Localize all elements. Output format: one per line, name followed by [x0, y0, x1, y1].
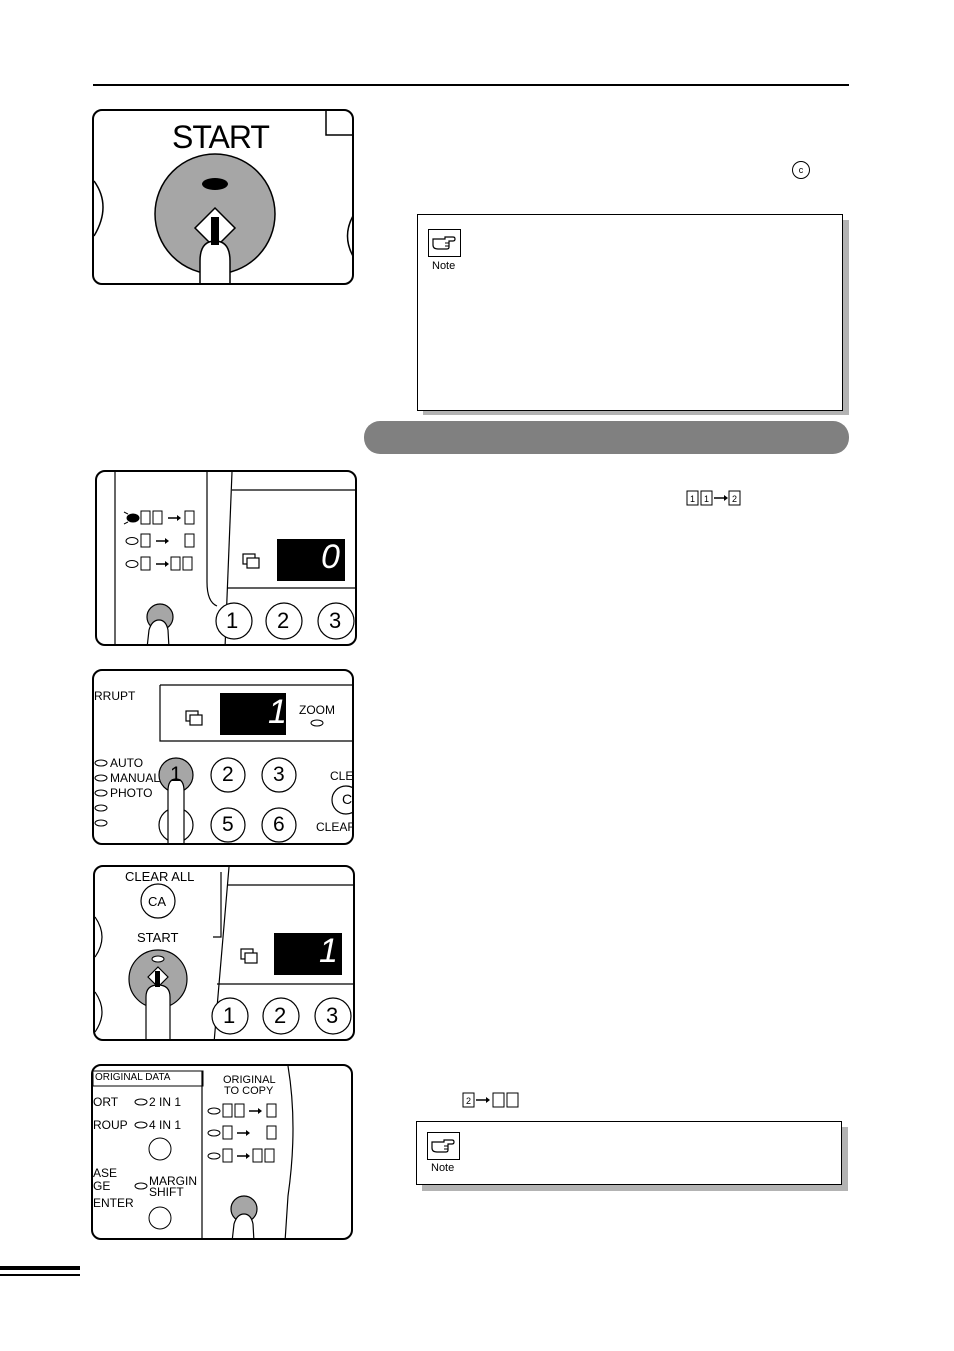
one-to-two-sided-icon: 1 1 2 [686, 489, 742, 512]
clear-label-bottom: CLEAR [316, 820, 354, 834]
key-2[interactable]: 2 [222, 763, 234, 786]
svg-text:1: 1 [704, 494, 709, 504]
key-1[interactable]: 1 [223, 1003, 236, 1028]
margin-label[interactable]: MARGIN [149, 1174, 197, 1188]
clear-key[interactable]: C [342, 791, 353, 807]
key-1[interactable]: 1 [170, 763, 182, 786]
key-3[interactable]: 3 [273, 763, 285, 786]
group-label: ROUP [93, 1118, 128, 1132]
figure-start-button: START [92, 109, 354, 285]
key-3[interactable]: 3 [326, 1003, 339, 1028]
shift-label: SHIFT [149, 1185, 184, 1199]
clear-label-top: CLE [330, 769, 354, 783]
pointing-hand-icon [427, 1132, 460, 1160]
note-box: Note [417, 214, 843, 411]
erase-label: ASE [93, 1166, 118, 1180]
center-label: ENTER [93, 1196, 134, 1210]
key-2[interactable]: 2 [274, 1003, 287, 1028]
figure-duplex-selector: 0 1 2 3 [95, 470, 357, 646]
two-to-two-sided-icon: 2 [462, 1091, 520, 1114]
key-6[interactable]: 6 [273, 813, 285, 836]
start-label: START [172, 119, 270, 155]
sort-label: ORT [93, 1095, 119, 1109]
clear-key-icon: c [792, 161, 810, 179]
svg-text:2: 2 [466, 1096, 471, 1106]
edge-label: GE [93, 1179, 111, 1193]
key-3[interactable]: 3 [329, 608, 342, 633]
key-5[interactable]: 5 [222, 813, 234, 836]
note-label: Note [431, 1162, 455, 1174]
exposure-auto[interactable]: AUTO [110, 756, 144, 770]
two-in-one-label[interactable]: 2 IN 1 [149, 1095, 182, 1109]
copy-count-display: 1 [268, 693, 287, 731]
zoom-label: ZOOM [299, 703, 335, 717]
footer-rule-thick [0, 1266, 80, 1270]
start-label: START [137, 930, 179, 945]
clear-all-label: CLEAR ALL [125, 869, 195, 884]
figure-copy-quantity: RRUPT ZOOM 1 AUTO MANUAL PHOTO 1 2 3 5 6… [92, 669, 354, 845]
interrupt-label: RRUPT [94, 689, 136, 703]
figure-start-copying: CLEAR ALL CA START 1 1 2 3 [93, 865, 355, 1041]
key-1[interactable]: 1 [226, 608, 239, 633]
footer-rule-thin [0, 1274, 80, 1276]
note-label: Note [432, 260, 456, 272]
header-rule [93, 84, 849, 86]
copy-count-display: 0 [321, 538, 340, 576]
four-in-one-label[interactable]: 4 IN 1 [149, 1118, 182, 1132]
original-label: ORIGINAL [223, 1074, 276, 1086]
note-box: Note [416, 1121, 842, 1185]
figure-original-to-copy: ORIGINAL DATA ORT ROUP ASE GE ENTER 2 IN… [91, 1064, 353, 1240]
svg-text:1: 1 [690, 494, 695, 504]
original-data-label: ORIGINAL DATA [95, 1072, 171, 1083]
exposure-photo[interactable]: PHOTO [110, 786, 153, 800]
exposure-manual[interactable]: MANUAL [110, 771, 161, 785]
section-heading-bar [364, 421, 849, 454]
pointing-hand-icon [428, 229, 461, 257]
svg-text:2: 2 [732, 494, 737, 504]
ca-key[interactable]: CA [148, 894, 167, 909]
key-2[interactable]: 2 [277, 608, 290, 633]
to-copy-label: TO COPY [224, 1085, 274, 1097]
copy-count-display: 1 [319, 932, 338, 970]
